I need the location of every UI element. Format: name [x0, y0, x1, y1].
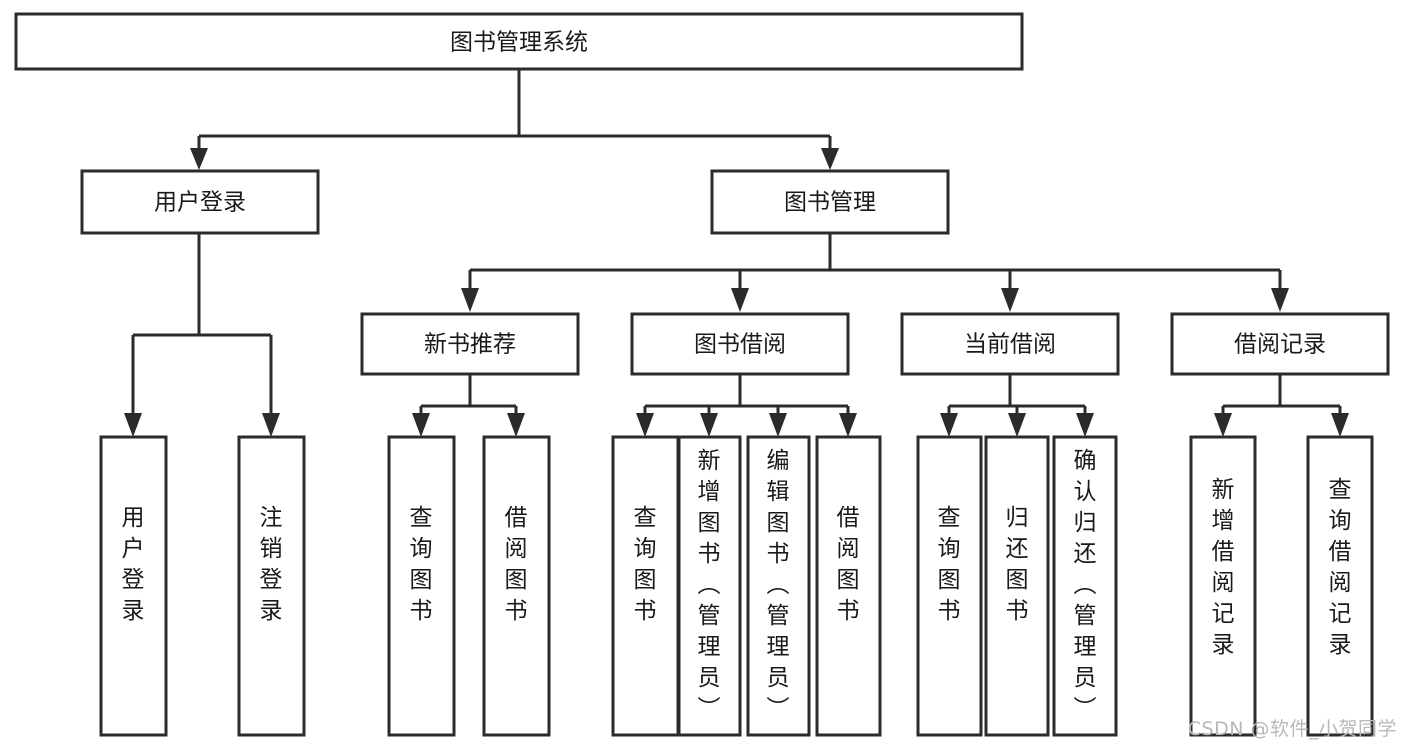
node-user-login-box[interactable] — [80, 169, 320, 235]
node-leaf-query-book-2-label: 查询图书 — [634, 505, 657, 624]
arrow-to-leaf-return-book — [1008, 413, 1026, 437]
node-new-book-rec[interactable]: 新书推荐 — [360, 312, 580, 376]
node-book-manage-box[interactable] — [710, 169, 950, 235]
node-leaf-logout-label: 注销登录 — [260, 505, 283, 624]
node-leaf-edit-book[interactable]: 编辑图书︵管理员︶ — [746, 435, 811, 737]
node-leaf-borrow-book-1[interactable]: 借阅图书 — [482, 435, 551, 737]
node-book-borrow-box[interactable] — [630, 312, 850, 376]
node-leaf-add-record-label: 新增借阅记录 — [1212, 477, 1235, 658]
node-leaf-query-book-1-box[interactable] — [387, 435, 456, 737]
node-leaf-confirm-return-box[interactable] — [1052, 435, 1118, 737]
node-leaf-user-login[interactable]: 用户登录 — [99, 435, 168, 737]
node-current-borrow-box[interactable] — [900, 312, 1120, 376]
node-book-manage[interactable]: 图书管理 — [710, 169, 950, 235]
arrow-to-borrow-record — [1271, 288, 1289, 312]
arrow-to-book-borrow — [731, 288, 749, 312]
node-leaf-add-book-box[interactable] — [677, 435, 742, 737]
arrow-to-leaf-user-login — [124, 413, 142, 437]
node-leaf-borrow-book-1-box[interactable] — [482, 435, 551, 737]
node-leaf-query-book-2[interactable]: 查询图书 — [611, 435, 680, 737]
node-user-login[interactable]: 用户登录 — [80, 169, 320, 235]
arrow-to-leaf-borrow-book-2 — [839, 413, 857, 437]
node-leaf-user-login-box[interactable] — [99, 435, 168, 737]
node-new-book-rec-box[interactable] — [360, 312, 580, 376]
node-leaf-borrow-book-2[interactable]: 借阅图书 — [815, 435, 882, 737]
arrow-to-leaf-logout — [262, 413, 280, 437]
node-leaf-logout[interactable]: 注销登录 — [237, 435, 306, 737]
node-current-borrow[interactable]: 当前借阅 — [900, 312, 1120, 376]
arrow-to-leaf-query-book-1 — [412, 413, 430, 437]
node-borrow-record-label: 借阅记录 — [1234, 332, 1326, 358]
node-leaf-add-book[interactable]: 新增图书︵管理员︶ — [677, 435, 742, 737]
node-leaf-return-book-box[interactable] — [984, 435, 1050, 737]
node-leaf-add-record-box[interactable] — [1189, 435, 1257, 737]
node-leaf-borrow-book-2-box[interactable] — [815, 435, 882, 737]
node-new-book-rec-label: 新书推荐 — [424, 332, 516, 358]
arrow-to-leaf-add-book — [700, 413, 718, 437]
arrow-to-leaf-query-book-3 — [940, 413, 958, 437]
node-leaf-borrow-book-2-label: 借阅图书 — [837, 505, 860, 624]
node-leaf-confirm-return-label: 确认归还︵管理员︶ — [1074, 448, 1097, 722]
csdn-watermark: CSDN @软件_小贺同学 — [1187, 718, 1397, 740]
node-user-login-label: 用户登录 — [154, 190, 246, 216]
node-root-label: 图书管理系统 — [450, 30, 588, 56]
arrow-to-new-book-rec — [461, 288, 479, 312]
node-leaf-query-book-3[interactable]: 查询图书 — [916, 435, 983, 737]
node-leaf-edit-book-box[interactable] — [746, 435, 811, 737]
node-book-borrow[interactable]: 图书借阅 — [630, 312, 850, 376]
node-leaf-add-book-label: 新增图书︵管理员︶ — [698, 448, 721, 722]
node-leaf-logout-box[interactable] — [237, 435, 306, 737]
node-leaf-edit-book-label: 编辑图书︵管理员︶ — [767, 448, 790, 722]
node-borrow-record[interactable]: 借阅记录 — [1170, 312, 1390, 376]
node-leaf-query-record-box[interactable] — [1306, 435, 1374, 737]
node-borrow-record-box[interactable] — [1170, 312, 1390, 376]
node-leaf-return-book-label: 归还图书 — [1006, 505, 1029, 624]
node-leaf-add-record[interactable]: 新增借阅记录 — [1189, 435, 1257, 737]
arrow-to-leaf-edit-book — [769, 413, 787, 437]
node-leaf-query-book-1-label: 查询图书 — [410, 505, 433, 624]
arrow-to-leaf-query-record — [1331, 413, 1349, 437]
arrow-to-leaf-confirm-return — [1076, 413, 1094, 437]
node-current-borrow-label: 当前借阅 — [964, 332, 1056, 358]
node-book-borrow-label: 图书借阅 — [694, 332, 786, 358]
node-leaf-borrow-book-1-label: 借阅图书 — [505, 505, 528, 624]
arrow-to-leaf-add-record — [1214, 413, 1232, 437]
node-root-box[interactable] — [14, 12, 1024, 71]
node-root[interactable]: 图书管理系统 — [14, 12, 1024, 71]
node-leaf-query-record[interactable]: 查询借阅记录 — [1306, 435, 1374, 737]
node-book-manage-label: 图书管理 — [784, 190, 876, 216]
arrow-to-current-borrow — [1001, 288, 1019, 312]
arrow-to-user-login — [190, 148, 208, 170]
node-leaf-query-book-3-box[interactable] — [916, 435, 983, 737]
arrow-to-leaf-query-book-2 — [636, 413, 654, 437]
node-leaf-query-book-1[interactable]: 查询图书 — [387, 435, 456, 737]
arrow-to-leaf-borrow-book-1 — [507, 413, 525, 437]
node-leaf-query-record-label: 查询借阅记录 — [1329, 477, 1352, 658]
node-leaf-return-book[interactable]: 归还图书 — [984, 435, 1050, 737]
node-leaf-query-book-3-label: 查询图书 — [938, 505, 961, 624]
connector-layer — [124, 69, 1349, 437]
node-leaf-user-login-label: 用户登录 — [122, 505, 145, 624]
node-leaf-confirm-return[interactable]: 确认归还︵管理员︶ — [1052, 435, 1118, 737]
arrow-to-book-manage — [821, 148, 839, 170]
